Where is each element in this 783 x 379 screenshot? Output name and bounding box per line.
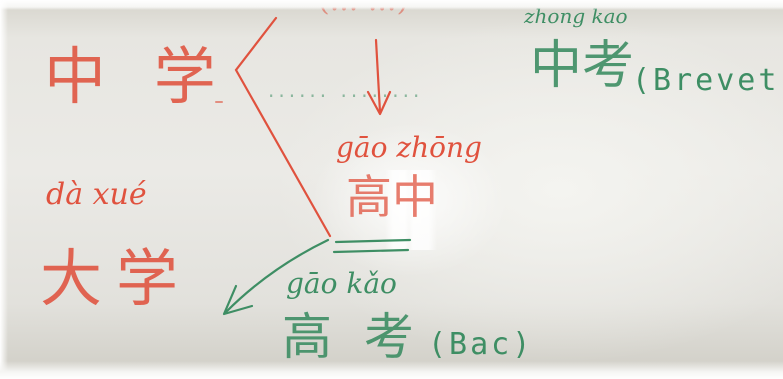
gaokao-note: (Bac) [428,327,534,362]
photo-left-edge [0,0,8,379]
zhongkao-pinyin: zhong kao [524,4,628,28]
window-reflection [385,170,437,250]
green-arrow-shaft [224,238,330,314]
photo-bottom-edge [0,361,783,379]
red-down-arrow-shaft [374,38,382,114]
green-underline-2 [332,248,410,254]
green-arrow-head [222,284,254,316]
gaozhong-pinyin: gāo zhōng [336,131,482,164]
red-down-arrow-head [366,90,392,116]
daxue-hanzi: 大学 [40,242,193,315]
photo-top-edge [0,0,783,10]
zhongxue-hanzi: 中 学 [44,40,230,113]
daxue-pinyin: dà xué [46,177,147,212]
gaokao-hanzi: 高 考 [282,308,422,366]
gaokao-pinyin: gāo kǎo [286,267,397,300]
zhongkao-hanzi: 中考 [530,36,635,96]
zhongkao-note: (Brevet) [632,63,783,98]
dotted-leader: ...... ........ [268,78,424,102]
green-underline-1 [334,238,412,244]
red-bracket-stroke [234,16,332,238]
gaozhong-hanzi: 高中 [346,170,438,224]
